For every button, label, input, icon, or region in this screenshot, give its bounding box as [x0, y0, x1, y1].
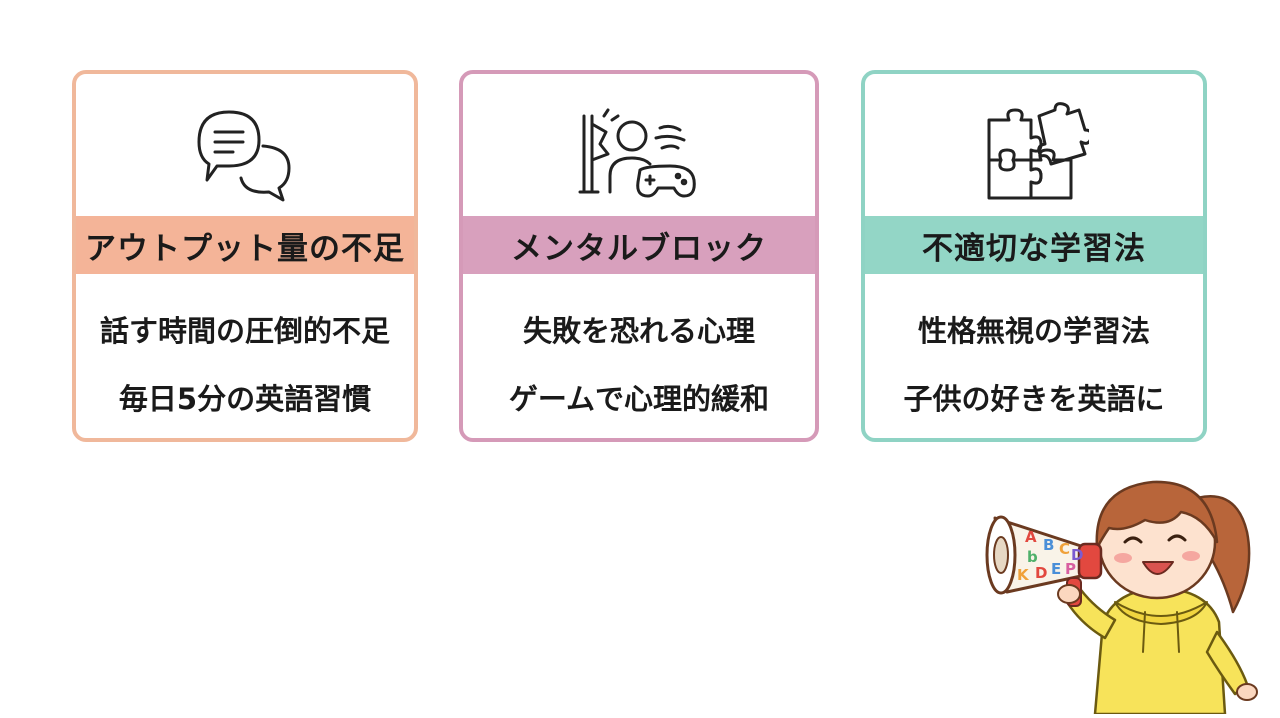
megaphone-letter: b: [1027, 548, 1038, 566]
card-title: メンタルブロック: [463, 216, 815, 274]
card-title: 不適切な学習法: [865, 216, 1203, 274]
card-title: アウトプット量の不足: [76, 216, 414, 274]
megaphone-letter: A: [1025, 528, 1037, 546]
chat-bubbles-icon: [76, 98, 414, 206]
card-solution-text: ゲームで心理的緩和: [508, 382, 770, 416]
card-problem-text: 失敗を恐れる心理: [522, 314, 755, 348]
card-solution-text: 毎日5分の英語習慣: [118, 382, 372, 416]
megaphone-letter: B: [1043, 536, 1054, 554]
card-mental-block: メンタルブロック 失敗を恐れる心理 ゲームで心理的緩和: [459, 70, 819, 442]
card-problem-text: 話す時間の圧倒的不足: [99, 314, 390, 348]
person-wall-gamepad-icon: [463, 98, 815, 206]
card-improper-method: 不適切な学習法 性格無視の学習法 子供の好きを英語に: [861, 70, 1207, 442]
megaphone-letter: K: [1017, 566, 1030, 584]
megaphone-letter: C: [1059, 540, 1070, 558]
card-problem-text: 性格無視の学習法: [917, 314, 1150, 348]
card-solution-text: 子供の好きを英語に: [903, 382, 1165, 416]
girl-with-megaphone-icon: A B C D b K D E P: [985, 462, 1265, 716]
megaphone-letter: D: [1035, 564, 1047, 582]
puzzle-pieces-icon: [865, 98, 1203, 206]
megaphone-letter: D: [1071, 546, 1083, 564]
megaphone-letter: E: [1051, 560, 1061, 578]
megaphone-letter: P: [1065, 560, 1076, 578]
card-output-shortage: アウトプット量の不足 話す時間の圧倒的不足 毎日5分の英語習慣: [72, 70, 418, 442]
